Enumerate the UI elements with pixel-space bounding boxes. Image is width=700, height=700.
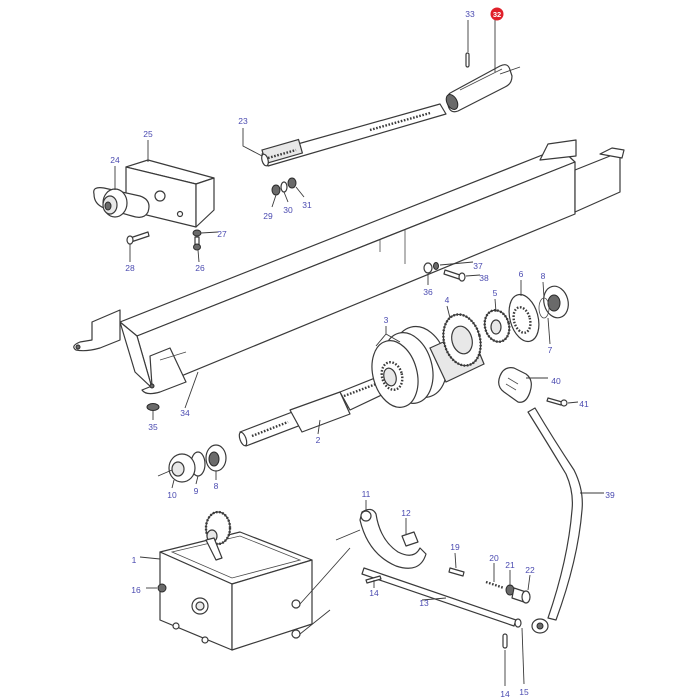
callout-23[interactable]: 23: [238, 116, 248, 126]
callout-10[interactable]: 10: [167, 490, 177, 500]
callout-15[interactable]: 15: [519, 687, 529, 697]
part-housing-1[interactable]: [159, 531, 313, 651]
callout-8b[interactable]: 8: [214, 481, 219, 491]
part-rod-13[interactable]: [361, 567, 522, 628]
part-knob-40[interactable]: [498, 367, 532, 403]
part-lever-39[interactable]: [527, 407, 583, 634]
callout-35[interactable]: 35: [148, 422, 158, 432]
part-gear-housing-top[interactable]: [204, 510, 232, 561]
highlight-marker[interactable]: [490, 7, 504, 21]
callout-25[interactable]: 25: [143, 129, 153, 139]
part-pin-19[interactable]: [448, 567, 465, 577]
callout-24[interactable]: 24: [110, 155, 120, 165]
callout-41[interactable]: 41: [579, 399, 589, 409]
part-sleeve-32[interactable]: [444, 64, 513, 113]
callout-27[interactable]: 27: [217, 229, 227, 239]
part-bolt-28[interactable]: [126, 231, 150, 245]
part-bearing-8[interactable]: [205, 444, 227, 472]
part-plug-16[interactable]: [157, 583, 167, 593]
part-block-12[interactable]: [401, 531, 419, 547]
part-fork-11[interactable]: [359, 508, 427, 569]
part-frame-34[interactable]: [73, 139, 625, 395]
part-ring-6[interactable]: [504, 291, 543, 345]
part-pin-33[interactable]: [465, 52, 470, 68]
part-fasteners-36-38[interactable]: [423, 262, 466, 282]
part-screw-41[interactable]: [546, 397, 568, 407]
part-nut-35[interactable]: [146, 403, 160, 411]
callout-13[interactable]: 13: [419, 598, 429, 608]
part-bolt-26-27[interactable]: [192, 229, 202, 251]
callout-40[interactable]: 40: [551, 376, 561, 386]
callout-33[interactable]: 33: [465, 9, 475, 19]
callout-34[interactable]: 34: [180, 408, 190, 418]
callout-4[interactable]: 4: [445, 295, 450, 305]
part-gear-4[interactable]: [429, 310, 486, 383]
callout-9[interactable]: 9: [194, 486, 199, 496]
callout-22[interactable]: 22: [525, 565, 535, 575]
callout-28[interactable]: 28: [125, 263, 135, 273]
callout-1[interactable]: 1: [132, 555, 137, 565]
part-plug-22[interactable]: [511, 587, 531, 604]
callout-11[interactable]: 11: [362, 489, 371, 499]
callout-21[interactable]: 21: [505, 560, 515, 570]
part-bearing-8-upper[interactable]: [540, 283, 571, 320]
callout-31[interactable]: 31: [302, 200, 312, 210]
callout-29[interactable]: 29: [263, 211, 273, 221]
callout-37[interactable]: 37: [473, 261, 483, 271]
callout-39[interactable]: 39: [605, 490, 615, 500]
callout-6[interactable]: 6: [519, 269, 524, 279]
part-gear-5[interactable]: [481, 307, 512, 344]
callout-38[interactable]: 38: [479, 273, 489, 283]
part-pin-14b[interactable]: [502, 633, 508, 649]
part-bearing-housing-24[interactable]: [93, 187, 150, 218]
part-shaft-23[interactable]: [260, 103, 447, 167]
callout-14b[interactable]: 14: [500, 689, 510, 699]
callout-2[interactable]: 2: [316, 435, 321, 445]
callout-12[interactable]: 12: [401, 508, 411, 518]
callout-20[interactable]: 20: [489, 553, 499, 563]
callout-26[interactable]: 26: [195, 263, 205, 273]
part-discs-3[interactable]: [365, 320, 454, 412]
callout-7[interactable]: 7: [548, 345, 553, 355]
callout-30[interactable]: 30: [283, 205, 293, 215]
callout-5[interactable]: 5: [493, 288, 498, 298]
part-spring-20[interactable]: [485, 580, 505, 590]
callout-19[interactable]: 19: [450, 542, 460, 552]
callout-3[interactable]: 3: [384, 315, 389, 325]
part-collar-10[interactable]: [168, 453, 196, 483]
callout-36[interactable]: 36: [423, 287, 433, 297]
part-main-shaft-2[interactable]: [238, 375, 389, 447]
callout-32[interactable]: 32: [493, 10, 501, 19]
part-pin-14a[interactable]: [365, 575, 382, 584]
callout-14a[interactable]: 14: [369, 588, 379, 598]
callout-16[interactable]: 16: [131, 585, 141, 595]
callout-8a[interactable]: 8: [541, 271, 546, 281]
